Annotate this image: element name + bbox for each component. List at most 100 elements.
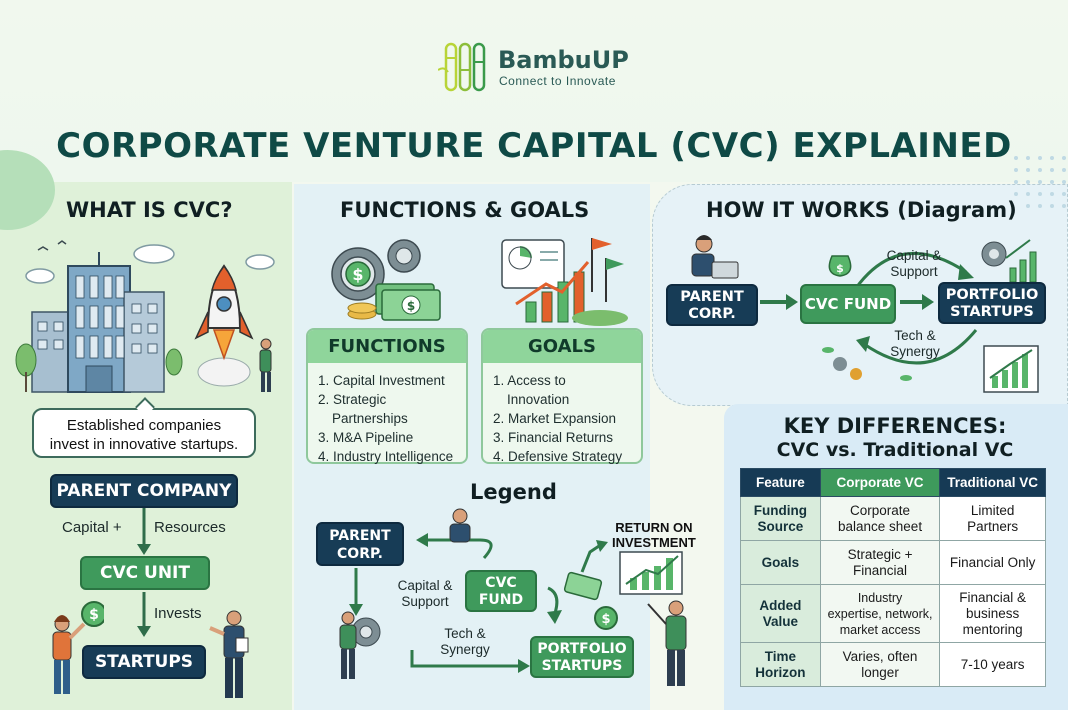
- legend-portfolio-box: PORTFOLIO STARTUPS: [530, 636, 634, 678]
- how-it-works-heading: HOW IT WORKS (Diagram): [706, 198, 1017, 222]
- what-is-heading: WHAT IS CVC?: [66, 198, 233, 222]
- hiw-parent-line2: CORP.: [688, 306, 736, 322]
- cell-line: Source: [757, 518, 804, 534]
- dollar-coin-icon: [594, 606, 618, 630]
- cell-line: Varies, often: [842, 648, 918, 664]
- gears-money-icon: $ $: [331, 239, 441, 321]
- cell-line: Funding: [753, 502, 808, 518]
- how-it-works-arrows: $: [691, 235, 1039, 393]
- roi-label: RETURN ON INVESTMENT: [612, 520, 696, 550]
- bamboo-logo-icon: [438, 42, 486, 92]
- list-item: 2. Market Expansion: [493, 411, 617, 426]
- logo: BambuUP Connect to Innovate: [438, 40, 638, 94]
- page-title: CORPORATE VENTURE CAPITAL (CVC) EXPLAINE…: [56, 126, 1012, 166]
- cloud-icon: [25, 244, 275, 284]
- hiw-capital-line1: Capital &: [886, 248, 942, 263]
- roi-line1: RETURN ON: [615, 520, 693, 535]
- down-arrow-icon: [137, 592, 151, 637]
- hiw-tech-line2: Synergy: [890, 344, 940, 359]
- list-item: 1. Capital Investment: [318, 373, 445, 388]
- brand-tagline: Connect to Innovate: [499, 74, 616, 88]
- legend-tech-line1: Tech &: [444, 626, 486, 641]
- svg-text:$: $: [352, 265, 363, 284]
- cell-line: Partners: [967, 518, 1019, 534]
- legend-fund-line2: FUND: [478, 592, 524, 608]
- functions-card: FUNCTIONS 1. Capital Investment 2. Strat…: [306, 328, 468, 464]
- cell-line: expertise, network,: [827, 606, 933, 621]
- cell-line: Industry: [857, 590, 903, 605]
- svg-text:$: $: [836, 262, 844, 275]
- callout-line-2: invest in innovative startups.: [49, 436, 239, 453]
- growth-chart-flags-icon: [501, 238, 628, 326]
- legend-parent-box: PARENT CORP.: [316, 522, 404, 566]
- header-band: [0, 0, 1068, 182]
- cell-line: Time: [764, 648, 797, 664]
- list-item: 1. Access to Innovation: [493, 373, 570, 407]
- hiw-tech-line1: Tech &: [894, 328, 936, 343]
- legend-fund-box: CVC FUND: [465, 570, 537, 612]
- hiw-capital-line2: Support: [890, 264, 938, 279]
- cell-line: Limited: [970, 502, 1015, 518]
- list-item: 4. Defensive Strategy: [493, 449, 623, 464]
- cell-line: balance sheet: [838, 518, 923, 534]
- legend-portfolio-line1: PORTFOLIO: [537, 641, 627, 657]
- cell-line: Financial Only: [949, 554, 1036, 570]
- legend-tech-label: Tech & Synergy: [430, 626, 500, 658]
- kd-title-line1: KEY DIFFERENCES:: [783, 414, 1007, 438]
- goals-card: GOALS 1. Access to Innovation 2. Market …: [481, 328, 643, 464]
- cell-line: Financial: [853, 562, 908, 578]
- callout-line-1: Established companies: [66, 417, 222, 434]
- legend-tech-line2: Synergy: [440, 642, 490, 657]
- cvc-cell: Strategic +Financial: [819, 540, 941, 585]
- table-row: Goals Strategic +Financial Financial Onl…: [740, 540, 1046, 585]
- kd-title-line2: CVC vs. Traditional VC: [776, 439, 1014, 461]
- list-item: 3. Financial Returns: [493, 430, 614, 445]
- down-arrow-icon: [137, 508, 151, 555]
- legend-arrows: $: [339, 508, 687, 686]
- cell-line: business: [966, 605, 1020, 621]
- vc-cell: Financial Only: [939, 540, 1046, 585]
- svg-text:$: $: [407, 299, 415, 313]
- svg-text:$: $: [601, 612, 610, 627]
- hiw-parent-box: PARENT CORP.: [666, 284, 758, 326]
- cell-line: 7-10 years: [960, 656, 1025, 672]
- hiw-portfolio-line1: PORTFOLIO: [945, 287, 1039, 303]
- cell-line: longer: [861, 664, 899, 680]
- businessman-illustration: [209, 610, 249, 698]
- functions-goals-heading: FUNCTIONS & GOALS: [340, 198, 590, 222]
- cell-line: market access: [839, 622, 921, 637]
- hiw-fund-box: CVC FUND: [800, 284, 896, 324]
- svg-text:$: $: [89, 607, 99, 623]
- parent-company-box: PARENT COMPANY: [50, 474, 238, 508]
- cell-line: Corporate: [850, 502, 911, 518]
- table-header: Traditional VC: [939, 468, 1046, 497]
- person-icon: [259, 338, 272, 392]
- cell-line: Strategic +: [847, 546, 913, 562]
- functions-title: FUNCTIONS: [308, 330, 466, 363]
- cell-line: Value: [762, 613, 799, 629]
- city-rocket-illustration: [15, 240, 275, 393]
- legend-parent-line1: PARENT: [329, 528, 391, 544]
- brand-name: BambuUP: [498, 46, 629, 74]
- cell-line: Financial &: [959, 589, 1027, 605]
- legend-capital-line2: Support: [401, 594, 449, 609]
- dollar-coin-icon: [81, 601, 104, 627]
- hiw-tech-label: Tech & Synergy: [880, 328, 950, 360]
- table-header: Feature: [740, 468, 821, 497]
- list-item: 4. Industry Intelligence: [318, 449, 454, 464]
- list-item: 3. M&A Pipeline: [318, 430, 414, 445]
- startups-box: STARTUPS: [82, 645, 206, 679]
- legend-parent-line2: CORP.: [337, 546, 383, 562]
- legend-heading: Legend: [470, 480, 557, 504]
- rocket-icon: [194, 264, 254, 387]
- legend-fund-line1: CVC: [485, 575, 517, 591]
